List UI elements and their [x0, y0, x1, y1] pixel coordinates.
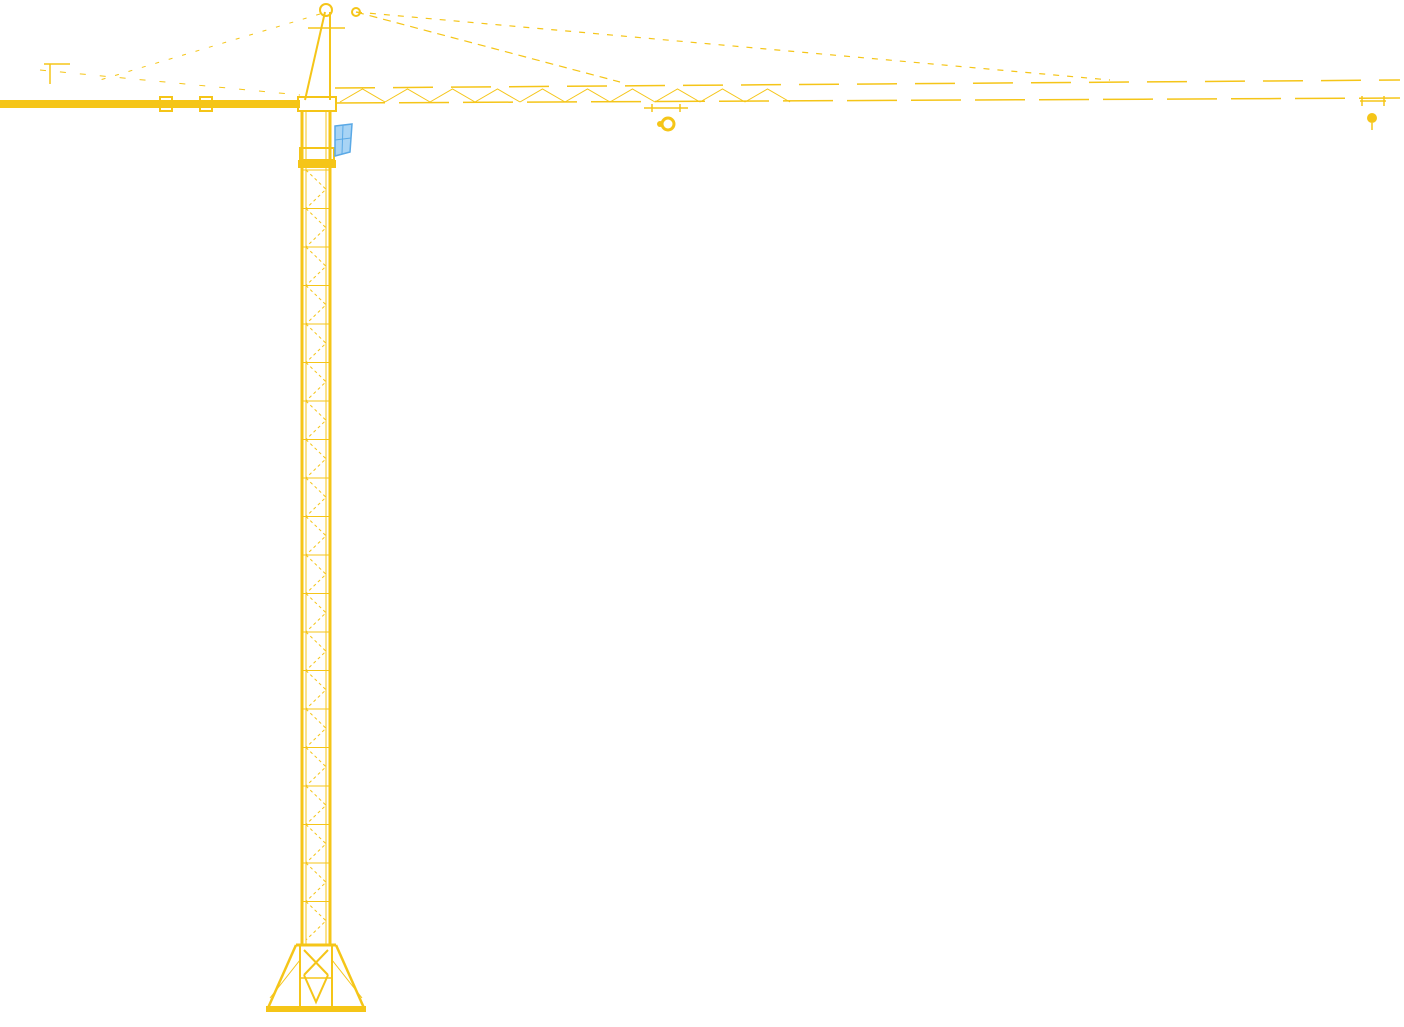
turntable — [297, 96, 337, 112]
mast-section — [305, 362, 327, 402]
jib-top-chord — [334, 79, 1401, 89]
jib-bottom-chord — [334, 97, 1401, 104]
mast-section — [305, 554, 327, 594]
hook-block-tip — [1367, 113, 1377, 123]
jib-segment — [519, 88, 566, 103]
jib-segment — [384, 88, 431, 103]
mast-lattice — [302, 169, 330, 941]
mast-section — [305, 670, 327, 710]
jib-segment — [744, 88, 791, 103]
mast-collar — [298, 160, 336, 168]
base-x-brace — [303, 949, 329, 1005]
mast — [300, 112, 332, 945]
jib-lattice — [339, 88, 791, 103]
mast-section — [305, 785, 327, 825]
slewing-unit — [297, 96, 353, 168]
jib-segment — [699, 88, 746, 103]
jib-pendant-outer — [355, 11, 1111, 81]
jib-pendant-inner — [355, 11, 621, 83]
mast-section — [305, 824, 327, 864]
counter-jib-pendant — [99, 13, 321, 81]
counter-weight-right — [199, 96, 213, 112]
counter-jib — [0, 63, 301, 112]
mast-section — [305, 516, 327, 556]
jib-segment — [609, 88, 656, 103]
mast-section — [305, 862, 327, 902]
apex-left-leg — [304, 11, 326, 101]
counter-jib-top-rail — [39, 69, 301, 96]
base-footing — [266, 1006, 366, 1012]
mast-section — [305, 439, 327, 479]
mast-section — [305, 747, 327, 787]
jib-segment — [339, 88, 386, 103]
cab-glass — [334, 123, 353, 157]
mast-section — [305, 477, 327, 517]
hook-block-inner — [660, 116, 676, 132]
mast-section — [305, 631, 327, 671]
jib-segment — [429, 88, 476, 103]
trolley-tip — [1360, 96, 1386, 130]
tower-head — [99, 3, 1111, 101]
mast-section — [305, 593, 327, 633]
jib-segment — [564, 88, 611, 103]
mast-section — [305, 285, 327, 325]
mast-section — [305, 208, 327, 248]
mast-section — [305, 169, 327, 209]
mast-section — [305, 708, 327, 748]
mast-section — [305, 323, 327, 363]
crane-base — [266, 943, 366, 1012]
trolley-inner — [644, 104, 688, 132]
main-jib — [334, 79, 1401, 132]
mast-section — [305, 400, 327, 440]
apex-sheave — [319, 3, 333, 17]
counter-jib-beam — [0, 100, 300, 108]
counter-weight-left — [159, 96, 173, 112]
mast-section — [305, 246, 327, 286]
mast-section — [305, 901, 327, 941]
jib-segment — [474, 88, 521, 103]
jib-segment — [654, 88, 701, 103]
